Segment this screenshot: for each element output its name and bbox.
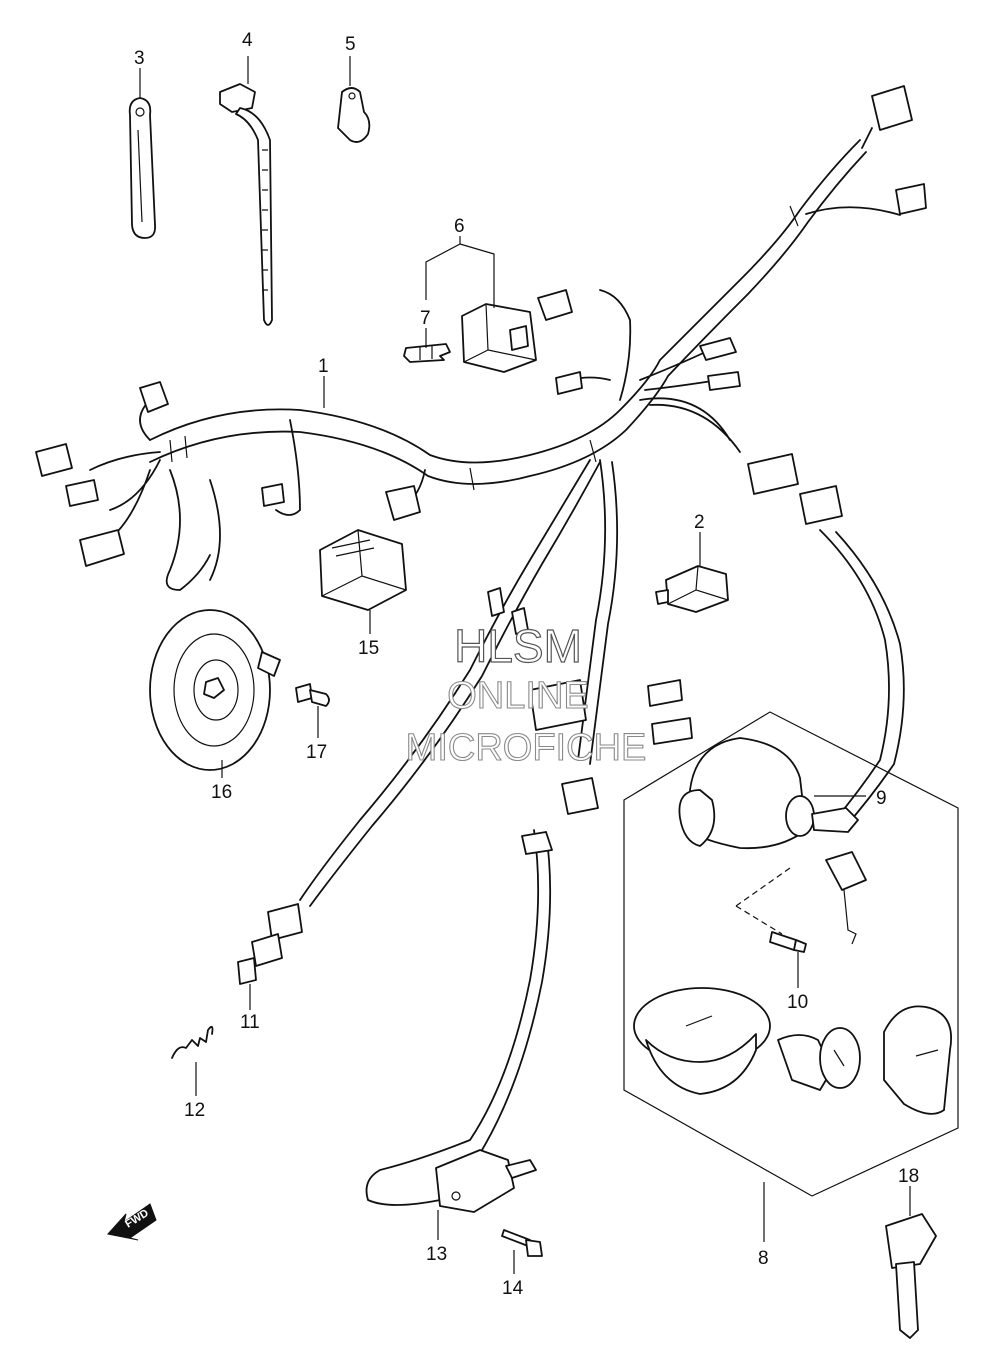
harness-connectors xyxy=(35,85,927,815)
part-6-relay-fuse-box[interactable] xyxy=(461,303,537,373)
callout-1: 1 xyxy=(318,356,329,377)
part-17-screw[interactable] xyxy=(295,683,330,707)
part-8-lock-set[interactable] xyxy=(623,711,959,1197)
callout-15: 15 xyxy=(358,638,379,659)
part-16-horn[interactable] xyxy=(149,609,281,771)
callout-9: 9 xyxy=(876,788,887,809)
watermark-line-3: MICROFICHE xyxy=(406,727,647,769)
watermark: HLSM ONLINE MICROFICHE xyxy=(405,619,647,769)
part-14-bolt[interactable] xyxy=(501,1229,543,1257)
callout-numbers: 3 4 5 6 7 1 2 15 16 17 9 10 11 12 13 14 … xyxy=(134,30,919,1299)
callout-6: 6 xyxy=(454,216,465,237)
watermark-line-2: ONLINE xyxy=(447,675,588,717)
part-2-turn-signal-relay[interactable] xyxy=(655,565,729,613)
callout-10: 10 xyxy=(787,992,808,1013)
callout-14: 14 xyxy=(502,1278,524,1299)
callout-4: 4 xyxy=(242,30,253,51)
callout-17: 17 xyxy=(306,742,327,763)
callout-13: 13 xyxy=(426,1244,447,1265)
part-15-regulator-rectifier[interactable] xyxy=(319,529,407,611)
part-4-cable-tie[interactable] xyxy=(219,83,273,326)
callout-8: 8 xyxy=(758,1248,769,1269)
callout-5: 5 xyxy=(345,34,356,55)
part-7-fuse[interactable] xyxy=(403,343,451,363)
part-13-side-stand-switch[interactable] xyxy=(365,829,553,1213)
callout-7: 7 xyxy=(420,308,431,329)
part-18-key[interactable] xyxy=(885,1213,937,1339)
part-11-brake-light-switch[interactable] xyxy=(237,903,303,985)
part-12-spring[interactable] xyxy=(171,1025,214,1059)
callout-2: 2 xyxy=(694,512,705,533)
callout-16: 16 xyxy=(211,782,232,803)
callout-18: 18 xyxy=(898,1166,919,1187)
callout-11: 11 xyxy=(240,1012,260,1033)
part-5-clamp[interactable] xyxy=(337,87,371,143)
part-3-harness-strap[interactable] xyxy=(128,97,156,239)
callout-12: 12 xyxy=(184,1100,205,1121)
leader-lines xyxy=(139,56,911,1274)
fwd-direction-arrow: FWD xyxy=(107,1203,157,1241)
watermark-line-1: HLSM xyxy=(454,620,582,672)
callout-3: 3 xyxy=(134,48,145,69)
